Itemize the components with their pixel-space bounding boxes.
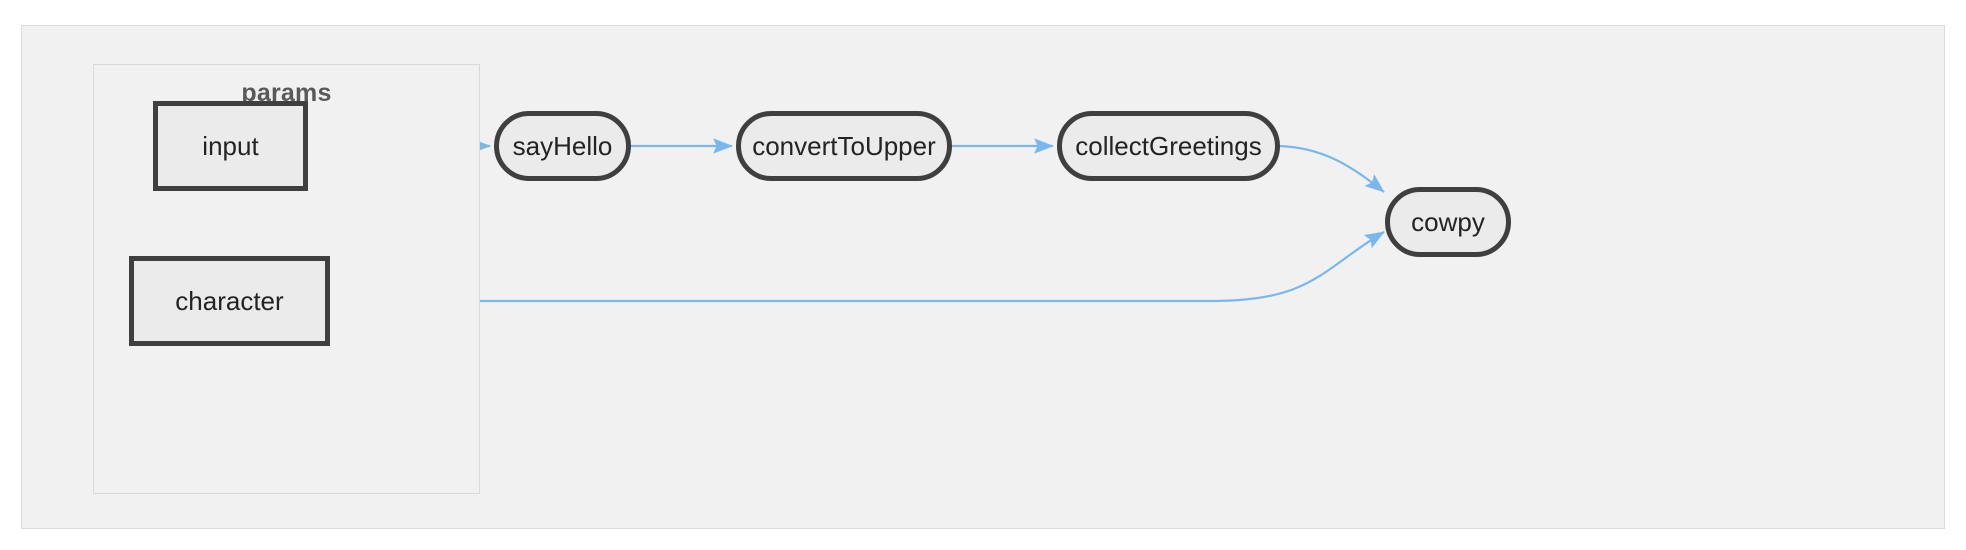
node-cowpy[interactable]: cowpy — [1385, 187, 1511, 257]
node-cowpy-label: cowpy — [1411, 207, 1485, 237]
node-convertToUpper-label: convertToUpper — [752, 131, 936, 161]
edge-character-cowpy — [330, 231, 1385, 303]
node-collectGreetings[interactable]: collectGreetings — [1057, 111, 1280, 181]
node-character-label: character — [175, 286, 284, 316]
node-input[interactable]: input — [153, 101, 308, 191]
node-convertToUpper[interactable]: convertToUpper — [736, 111, 952, 181]
edge-collectGreetings-cowpy — [1277, 144, 1385, 193]
diagram-frame: params input character sayHello convertT… — [21, 25, 1945, 529]
node-character[interactable]: character — [129, 256, 330, 346]
node-sayHello[interactable]: sayHello — [494, 111, 631, 181]
node-sayHello-label: sayHello — [512, 131, 613, 161]
node-collectGreetings-label: collectGreetings — [1075, 131, 1262, 161]
node-input-label: input — [202, 131, 259, 161]
